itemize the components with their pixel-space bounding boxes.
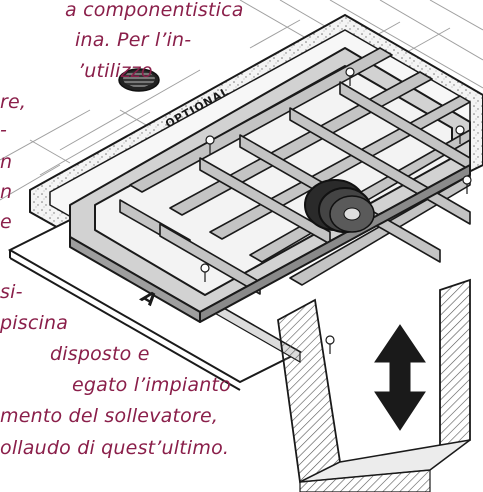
drain-grate-icon	[118, 68, 160, 92]
lift-motor-icon	[304, 179, 375, 233]
frame-bolts	[200, 67, 472, 354]
pit-walls	[277, 278, 471, 492]
up-down-arrow-icon	[374, 324, 426, 431]
